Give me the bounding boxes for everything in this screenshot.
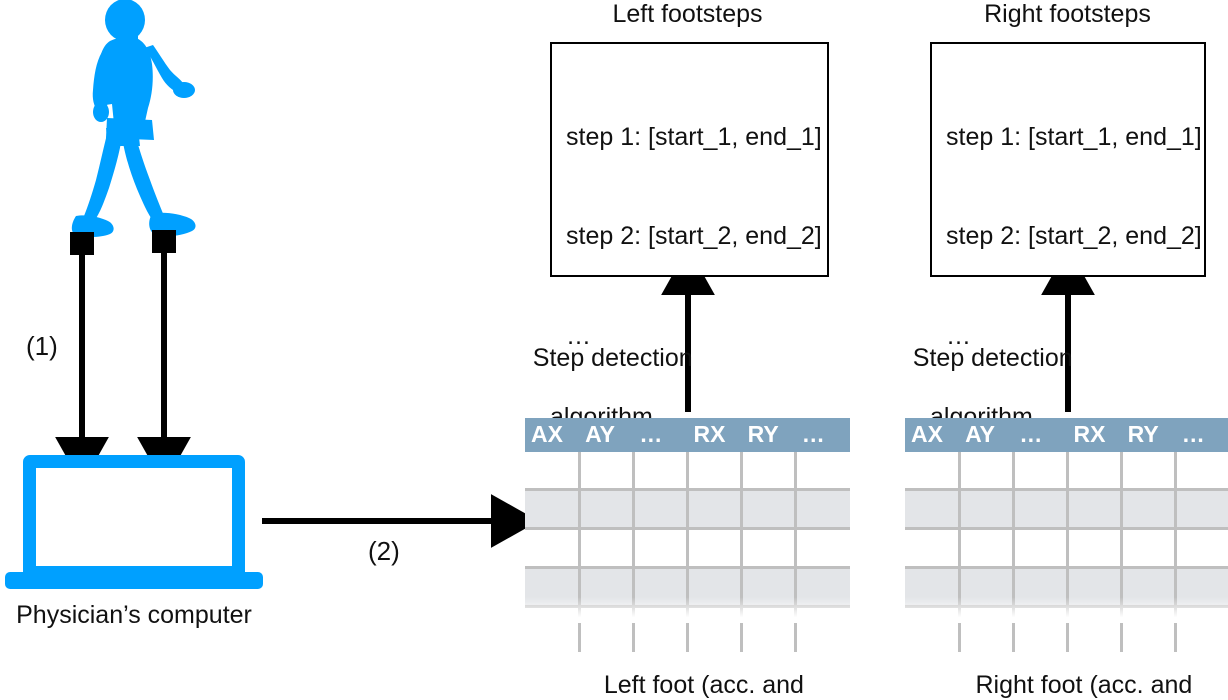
- foot-sensor-left-icon: [70, 232, 94, 255]
- left-footsteps-box: step 1: [start_1, end_1] step 2: [start_…: [550, 42, 829, 350]
- right-footsteps-line-3: …: [946, 322, 971, 350]
- right-algorithm-line-1: Step detection: [912, 343, 1073, 372]
- left-table-header-row: AX AY … RX RY …: [525, 418, 850, 452]
- left-col-ay: AY: [579, 418, 634, 452]
- step-marker-2: (2): [368, 536, 400, 566]
- right-footsteps-content: step 1: [start_1, end_1] step 2: [start_…: [946, 54, 1202, 420]
- right-foot-data-table: AX AY … RX RY …: [905, 418, 1228, 652]
- left-algorithm-line-1: Step detection: [532, 343, 693, 372]
- table-row: [525, 566, 850, 608]
- left-footsteps-line-1: step 1: [start_1, end_1]: [566, 122, 822, 151]
- right-table-header-row: AX AY … RX RY …: [905, 418, 1228, 452]
- right-col-ellipsis-1: …: [1013, 418, 1068, 452]
- right-footsteps-line-2: step 2: [start_2, end_2]: [946, 222, 1202, 251]
- right-footsteps-box: step 1: [start_1, end_1] step 2: [start_…: [930, 42, 1206, 350]
- laptop-icon: [5, 455, 263, 589]
- right-table-caption: Right foot (acc. and angular velocities): [925, 639, 1215, 700]
- foot-sensor-right-icon: [152, 230, 176, 253]
- right-col-ry: RY: [1121, 418, 1176, 452]
- left-footsteps-line-3: …: [566, 322, 591, 350]
- table-row: [905, 528, 1228, 568]
- right-col-ellipsis-2: …: [1175, 418, 1228, 452]
- left-footsteps-title: Left footsteps: [612, 0, 763, 28]
- walking-person-icon: [52, 0, 242, 260]
- left-table-caption: Left foot (acc. and angular velocities): [545, 639, 835, 700]
- table-row: [525, 488, 850, 530]
- table-row: [905, 488, 1228, 530]
- step-marker-1: (1): [26, 331, 58, 361]
- left-caption-line-1: Left foot (acc. and: [603, 670, 804, 699]
- left-footsteps-content: step 1: [start_1, end_1] step 2: [start_…: [566, 54, 822, 420]
- left-col-ax: AX: [525, 418, 580, 452]
- right-col-rx: RX: [1067, 418, 1122, 452]
- laptop-base: [5, 572, 263, 589]
- right-table: AX AY … RX RY …: [905, 418, 1228, 652]
- right-footsteps-title: Right footsteps: [984, 0, 1151, 28]
- left-col-ry: RY: [741, 418, 796, 452]
- left-col-rx: RX: [687, 418, 742, 452]
- right-col-ay: AY: [959, 418, 1014, 452]
- table-row: [905, 566, 1228, 608]
- laptop-screen: [23, 455, 245, 579]
- right-footsteps-line-1: step 1: [start_1, end_1]: [946, 122, 1202, 151]
- right-caption-line-1: Right foot (acc. and: [975, 670, 1193, 699]
- table-row: [525, 452, 850, 490]
- table-row: [905, 452, 1228, 490]
- physician-computer-label: Physician’s computer: [16, 601, 252, 629]
- left-col-ellipsis-1: …: [633, 418, 688, 452]
- left-table: AX AY … RX RY …: [525, 418, 850, 652]
- left-footsteps-line-2: step 2: [start_2, end_2]: [566, 222, 822, 251]
- left-col-ellipsis-2: …: [795, 418, 850, 452]
- left-foot-data-table: AX AY … RX RY …: [525, 418, 850, 652]
- table-row: [525, 528, 850, 568]
- right-col-ax: AX: [905, 418, 960, 452]
